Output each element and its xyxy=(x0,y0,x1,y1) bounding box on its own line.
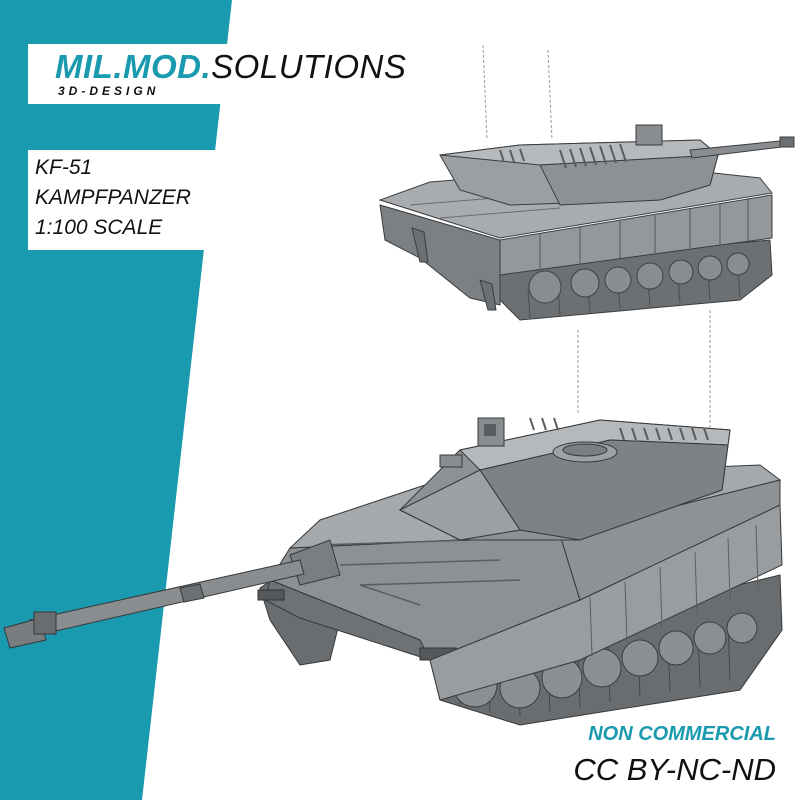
tank-top-render xyxy=(378,124,795,321)
antenna-lines xyxy=(482,44,711,430)
brand-name-accent: MIL.MOD. xyxy=(55,48,212,85)
model-info-panel: KF-51 KAMPFPANZER 1:100 SCALE xyxy=(28,150,216,250)
tank-main-render xyxy=(3,417,783,726)
brand-tagline: 3D-DESIGN xyxy=(58,84,160,98)
brand-name: MIL.MOD.SOLUTIONS xyxy=(55,48,406,86)
brand-logo: MIL.MOD.SOLUTIONS 3D-DESIGN xyxy=(28,44,421,104)
license-usage: NON COMMERCIAL xyxy=(588,723,776,745)
model-designation: KF-51 xyxy=(35,156,93,179)
model-scale: 1:100 SCALE xyxy=(35,216,163,239)
teal-background-band xyxy=(0,0,232,800)
license-code: CC BY-NC-ND xyxy=(573,752,776,787)
brand-name-rest: SOLUTIONS xyxy=(211,48,407,85)
model-type: KAMPFPANZER xyxy=(35,186,191,209)
